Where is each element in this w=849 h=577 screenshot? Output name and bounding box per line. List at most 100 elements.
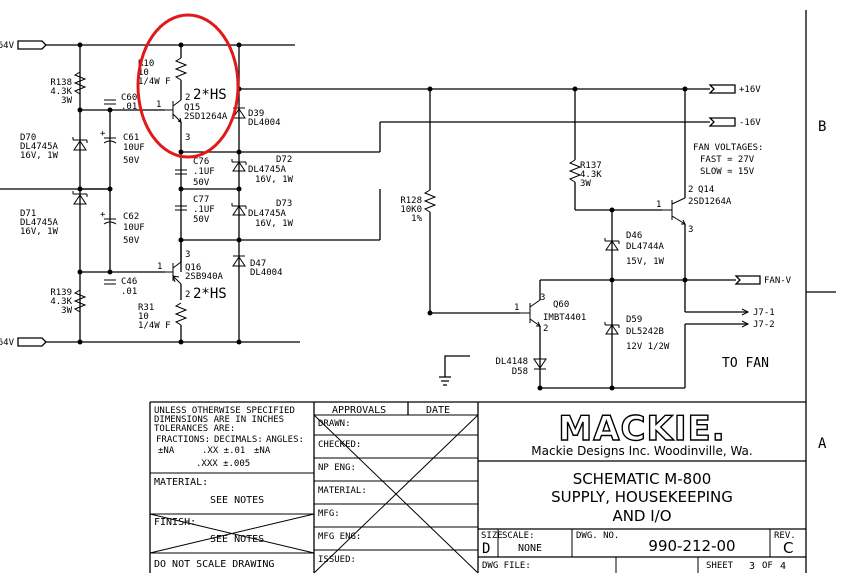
c61-val: 10UF bbox=[123, 143, 145, 153]
tb-row-issued: ISSUED: bbox=[318, 555, 356, 565]
j71-arrow bbox=[741, 308, 750, 316]
j72-label: J7-2 bbox=[753, 320, 775, 330]
r10-val: 10 bbox=[138, 68, 149, 78]
c77-volt: 50V bbox=[193, 215, 210, 225]
tb-note-6: ±NA bbox=[158, 446, 175, 456]
c61-ref: C61 bbox=[123, 133, 139, 143]
q60-pin3: 3 bbox=[540, 293, 545, 303]
c60-ref: C60 bbox=[121, 93, 137, 103]
mackie-logo: MACKIE. bbox=[558, 409, 725, 449]
tb-note-9: .XXX ±.005 bbox=[196, 459, 250, 469]
q16-pin3: 3 bbox=[185, 250, 190, 260]
tb-title2: SUPPLY, HOUSEKEEPING bbox=[551, 488, 733, 506]
q15-pin2: 2 bbox=[185, 93, 190, 103]
neg64-label: -64V bbox=[0, 338, 15, 348]
d58-ref: D58 bbox=[512, 367, 528, 377]
c61-cap bbox=[103, 137, 117, 144]
c77-ref: C77 bbox=[193, 195, 209, 205]
neg16-label: -16V bbox=[739, 118, 761, 128]
c46-cap bbox=[104, 279, 116, 285]
r139-val: 4.3K bbox=[50, 297, 72, 307]
c77-cap bbox=[175, 205, 187, 211]
d73-zener bbox=[231, 203, 247, 216]
tb-note-4: DECIMALS: bbox=[214, 435, 263, 445]
c62-volt: 50V bbox=[123, 236, 140, 246]
r137-val: 4.3K bbox=[580, 170, 602, 180]
pos64-connector bbox=[17, 40, 47, 50]
tb-title1: SCHEMATIC M-800 bbox=[573, 470, 712, 488]
tb-note-7: .XX ±.01 bbox=[202, 446, 245, 456]
q14-pin2: 2 bbox=[688, 185, 693, 195]
tb-row-npeng: NP ENG: bbox=[318, 463, 356, 473]
d71-ref: D71 bbox=[20, 209, 36, 219]
c62-cap bbox=[103, 218, 117, 225]
d46-part: DL4744A bbox=[626, 242, 665, 252]
r31-pwr: 1/4W F bbox=[138, 321, 171, 331]
d59-ref: D59 bbox=[626, 315, 642, 325]
pos16-label: +16V bbox=[739, 85, 761, 95]
tb-row-material: MATERIAL: bbox=[318, 486, 367, 496]
d58-part: DL4148 bbox=[495, 357, 528, 367]
d73-part: DL4745A bbox=[248, 209, 287, 219]
c46-ref: C46 bbox=[121, 277, 137, 287]
c62-ref: C62 bbox=[123, 212, 139, 222]
c76-volt: 50V bbox=[193, 178, 210, 188]
d72-rating: 16V, 1W bbox=[255, 175, 294, 185]
tb-material-value: SEE NOTES bbox=[210, 495, 264, 506]
q14-part: 2SD1264A bbox=[688, 197, 732, 207]
tb-company: Mackie Designs Inc. Woodinville, Wa. bbox=[531, 444, 752, 458]
c60-cap bbox=[104, 99, 116, 105]
to-fan-label: TO FAN bbox=[722, 356, 769, 371]
c77-val: .1UF bbox=[193, 205, 215, 215]
c62-val: 10UF bbox=[123, 223, 145, 233]
c61-volt: 50V bbox=[123, 156, 140, 166]
c76-cap bbox=[175, 169, 187, 175]
d47-ref: D47 bbox=[250, 259, 266, 269]
tb-size-label: SIZE bbox=[481, 531, 503, 541]
tb-approvals: APPROVALS bbox=[332, 405, 386, 416]
tb-size-value: D bbox=[482, 541, 490, 557]
tb-row-checked: CHECKED: bbox=[318, 440, 361, 450]
tb-note-0: UNLESS OTHERWISE SPECIFIED bbox=[154, 406, 295, 416]
q16-transistor bbox=[165, 261, 182, 285]
tb-title3: AND I/O bbox=[612, 507, 671, 525]
neg16-connector bbox=[708, 117, 736, 127]
tb-sheet-num: 3 bbox=[749, 561, 755, 572]
q15-ref: Q15 bbox=[184, 103, 200, 113]
q16-part: 2SB940A bbox=[185, 272, 224, 282]
d71-zener bbox=[72, 191, 88, 205]
d70-ref: D70 bbox=[20, 133, 36, 143]
q16-pin1: 1 bbox=[157, 262, 162, 272]
highlight-circle bbox=[136, 13, 240, 159]
c46-val: .01 bbox=[121, 287, 137, 297]
r10-resistor bbox=[174, 57, 188, 81]
r31-val: 10 bbox=[138, 312, 149, 322]
d59-zener bbox=[604, 322, 620, 335]
q60-pin1: 1 bbox=[514, 303, 519, 313]
tb-of-label: OF bbox=[762, 561, 773, 571]
tb-row-mfg: MFG: bbox=[318, 509, 340, 519]
tb-dwgfile-label: DWG FILE: bbox=[482, 561, 531, 571]
q14-pin1: 1 bbox=[656, 200, 661, 210]
tb-dwgno-value: 990-212-00 bbox=[648, 537, 735, 555]
d47-diode bbox=[232, 255, 246, 267]
r138-pwr: 3W bbox=[61, 96, 72, 106]
q14-transistor bbox=[662, 197, 686, 225]
tb-note-1: DIMENSIONS ARE IN INCHES bbox=[154, 415, 284, 425]
r137-pwr: 3W bbox=[580, 179, 591, 189]
d39-part: DL4004 bbox=[248, 118, 281, 128]
q60-transistor bbox=[520, 299, 541, 327]
d72-zener bbox=[231, 159, 247, 172]
fan-title: FAN VOLTAGES: bbox=[693, 143, 763, 153]
c60-val: .01 bbox=[121, 102, 137, 112]
tb-sheet-label: SHEET bbox=[706, 561, 734, 571]
fan-v-connector bbox=[734, 275, 761, 285]
d46-zener bbox=[604, 238, 620, 251]
zone-a: A bbox=[818, 436, 827, 452]
d46-rating: 15V, 1W bbox=[626, 257, 665, 267]
tb-note-8: ±NA bbox=[254, 446, 271, 456]
r128-resistor bbox=[423, 189, 437, 213]
tb-rev-value: C bbox=[783, 539, 793, 557]
r138-ref: R138 bbox=[50, 78, 72, 88]
